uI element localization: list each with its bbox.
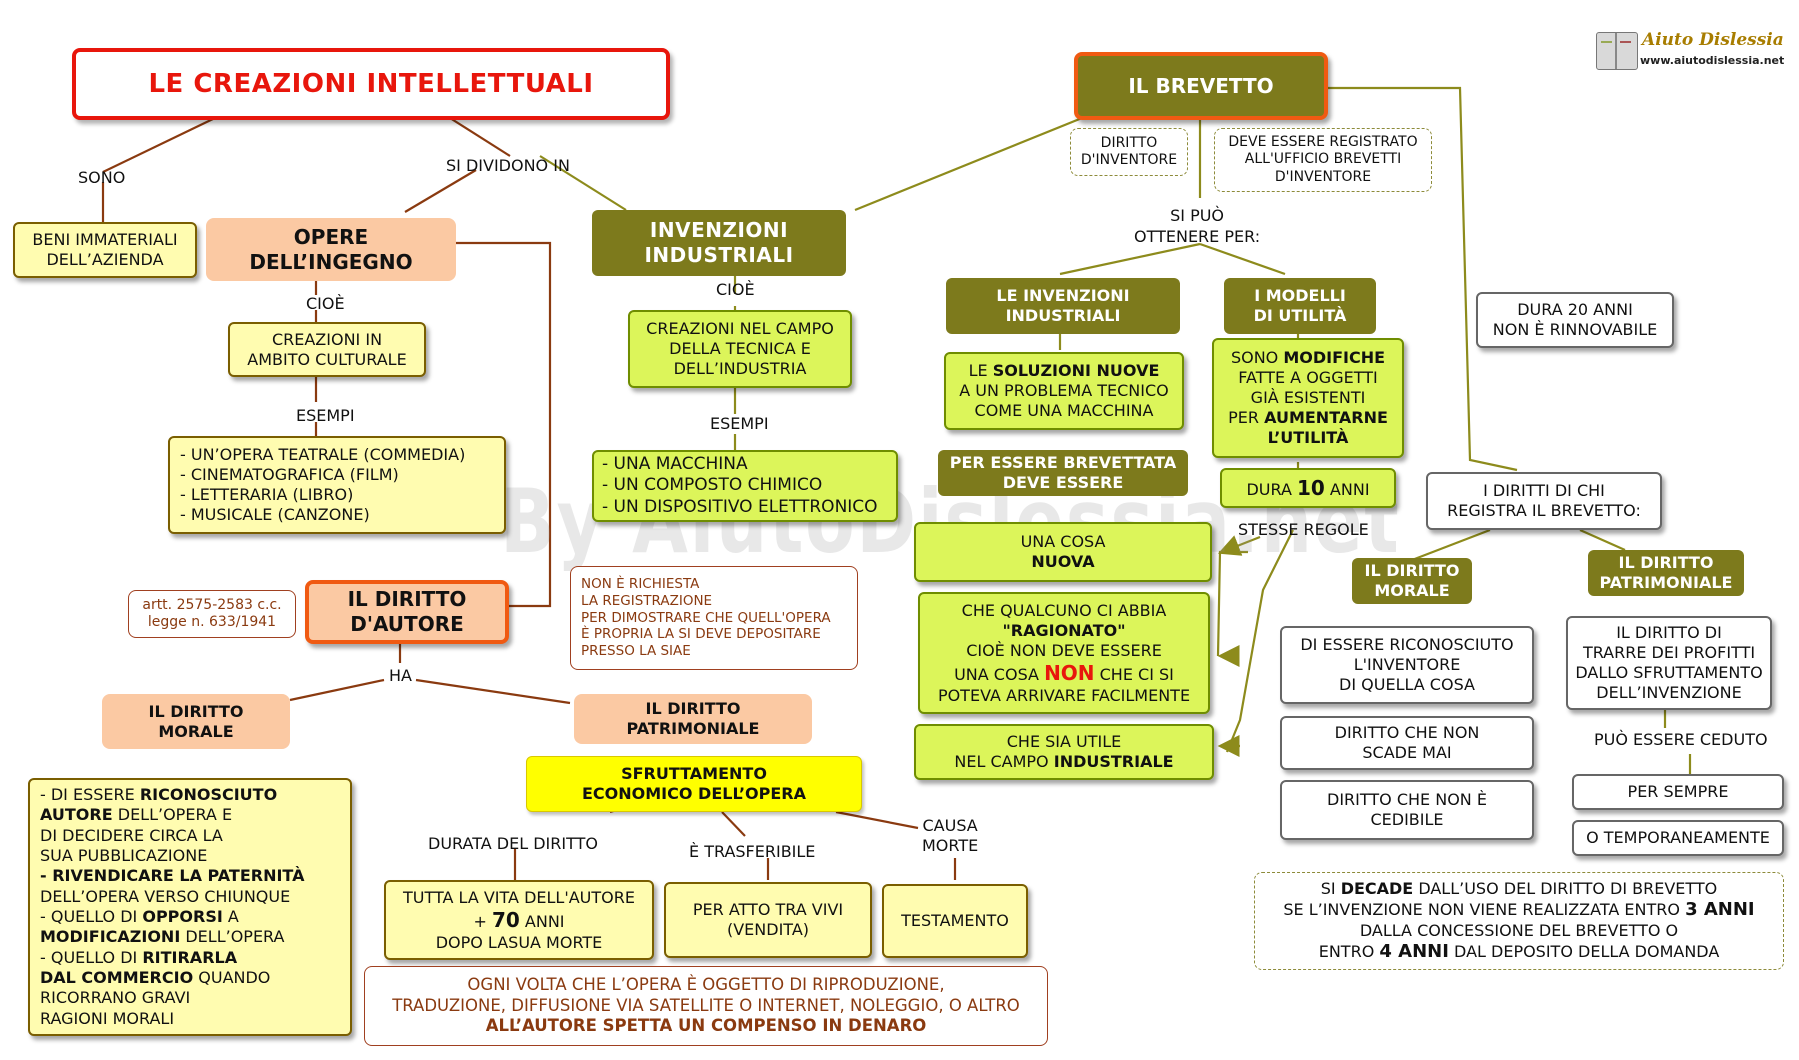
node-riconosciuto-inventore: DI ESSERE RICONOSCIUTO L'INVENTORE DI QU… [1280,626,1534,704]
node-dir-patrimoniale-brevetto: IL DIRITTO PATRIMONIALE [1588,550,1744,596]
node-atto-vivi: PER ATTO TRA VIVI (VENDITA) [664,882,872,958]
node-decade: SI DECADE DALL’USO DEL DIRITTO DI BREVET… [1254,872,1784,970]
label-sono: SONO [78,168,126,187]
node-testamento: TESTAMENTO [882,884,1028,958]
node-sfruttamento: SFRUTTAMENTO ECONOMICO DELL’OPERA [526,756,862,812]
label-cioe-invenzioni: CIOÈ [716,280,755,299]
label-durata-diritto: DURATA DEL DIRITTO [428,834,598,853]
page-title: LE CREAZIONI INTELLETTUALI [72,48,670,120]
node-esempi-invenzioni: - UNA MACCHINA - UN COMPOSTO CHIMICO - U… [592,450,898,522]
label-si-puo-ottenere: SI PUÒ OTTENERE PER: [1134,206,1261,246]
node-siae-note: NON È RICHIESTA LA REGISTRAZIONE PER DIM… [570,566,858,670]
node-temporaneamente: O TEMPORANEAMENTE [1572,820,1784,856]
node-dir-morale-brevetto: IL DIRITTO MORALE [1352,558,1472,604]
label-puo-essere-ceduto: PUÒ ESSERE CEDUTO [1594,730,1768,749]
node-creazioni-culturali: CREAZIONI IN AMBITO CULTURALE [228,322,426,377]
node-beni-immateriali: BENI IMMATERIALI DELL’AZIENDA [13,222,197,278]
logo-url: www.aiutodislessia.net [1640,54,1785,67]
label-esempi-invenzioni: ESEMPI [710,414,769,433]
label-causa-morte: CAUSA MORTE [922,816,979,855]
node-per-sempre: PER SEMPRE [1572,774,1784,810]
node-profitti: IL DIRITTO DI TRARRE DEI PROFITTI DALLO … [1566,616,1772,710]
label-cioe-opere: CIOÈ [306,294,345,313]
label-esempi-opere: ESEMPI [296,406,355,425]
node-ragionato: CHE QUALCUNO CI ABBIA "RAGIONATO" CIOÈ N… [918,592,1210,714]
node-creazioni-tecnica: CREAZIONI NEL CAMPO DELLA TECNICA E DELL… [628,310,852,388]
node-modifiche: SONO MODIFICHE FATTE A OGGETTI GIÀ ESIST… [1212,338,1404,458]
label-ha: HA [389,666,412,685]
label-si-dividono-in: SI DIVIDONO IN [446,156,570,175]
node-registrato: DEVE ESSERE REGISTRATO ALL'UFFICIO BREVE… [1214,128,1432,192]
node-diritto-autore: IL DIRITTO D'AUTORE [305,580,509,644]
node-brevettata: PER ESSERE BREVETTATA DEVE ESSERE [938,450,1188,496]
node-vita-autore: TUTTA LA VITA DELL'AUTORE + 70 ANNI DOPO… [384,880,654,960]
node-diritti-chi: I DIRITTI DI CHI REGISTRA IL BREVETTO: [1426,472,1662,530]
node-dura-10-anni: DURA 10 ANNI [1220,468,1396,508]
label-stesse-regole: STESSE REGOLE [1238,520,1369,539]
node-soluzioni-nuove: LE SOLUZIONI NUOVE A UN PROBLEMA TECNICO… [944,352,1184,430]
logo[interactable]: Aiuto Dislessia www.aiutodislessia.net [1596,30,1786,72]
node-esempi-opere: - UN’OPERA TEATRALE (COMMEDIA) - CINEMAT… [168,436,506,534]
node-diritto-inventore: DIRITTO D'INVENTORE [1070,128,1188,176]
node-brevetto: IL BREVETTO [1074,52,1328,120]
node-morale-list: - DI ESSERE RICONOSCIUTO AUTORE DELL’OPE… [28,778,352,1036]
node-utile: CHE SIA UTILE NEL CAMPO INDUSTRIALE [914,724,1214,780]
node-invenzioni-industriali: INVENZIONI INDUSTRIALI [592,210,846,276]
logo-name: Aiuto Dislessia [1642,30,1784,50]
node-compenso: OGNI VOLTA CHE L’OPERA È OGGETTO DI RIPR… [364,966,1048,1046]
node-scade-mai: DIRITTO CHE NON SCADE MAI [1280,716,1534,770]
node-non-cedibile: DIRITTO CHE NON È CEDIBILE [1280,780,1534,840]
book-icon [1596,32,1638,70]
node-modelli-utilita: I MODELLI DI UTILITÀ [1224,278,1376,334]
node-diritto-patrimoniale-autore: IL DIRITTO PATRIMONIALE [574,694,812,744]
node-artt-legge: artt. 2575-2583 c.c. legge n. 633/1941 [128,590,296,638]
label-trasferibile: È TRASFERIBILE [689,842,816,861]
node-diritto-morale-autore: IL DIRITTO MORALE [102,694,290,749]
node-le-invenzioni-industriali: LE INVENZIONI INDUSTRIALI [946,278,1180,334]
node-cosa-nuova: UNA COSA NUOVA [914,522,1212,582]
node-dura-20-anni: DURA 20 ANNI NON È RINNOVABILE [1476,292,1674,348]
node-opere-ingegno: OPERE DELL’INGEGNO [206,218,456,281]
